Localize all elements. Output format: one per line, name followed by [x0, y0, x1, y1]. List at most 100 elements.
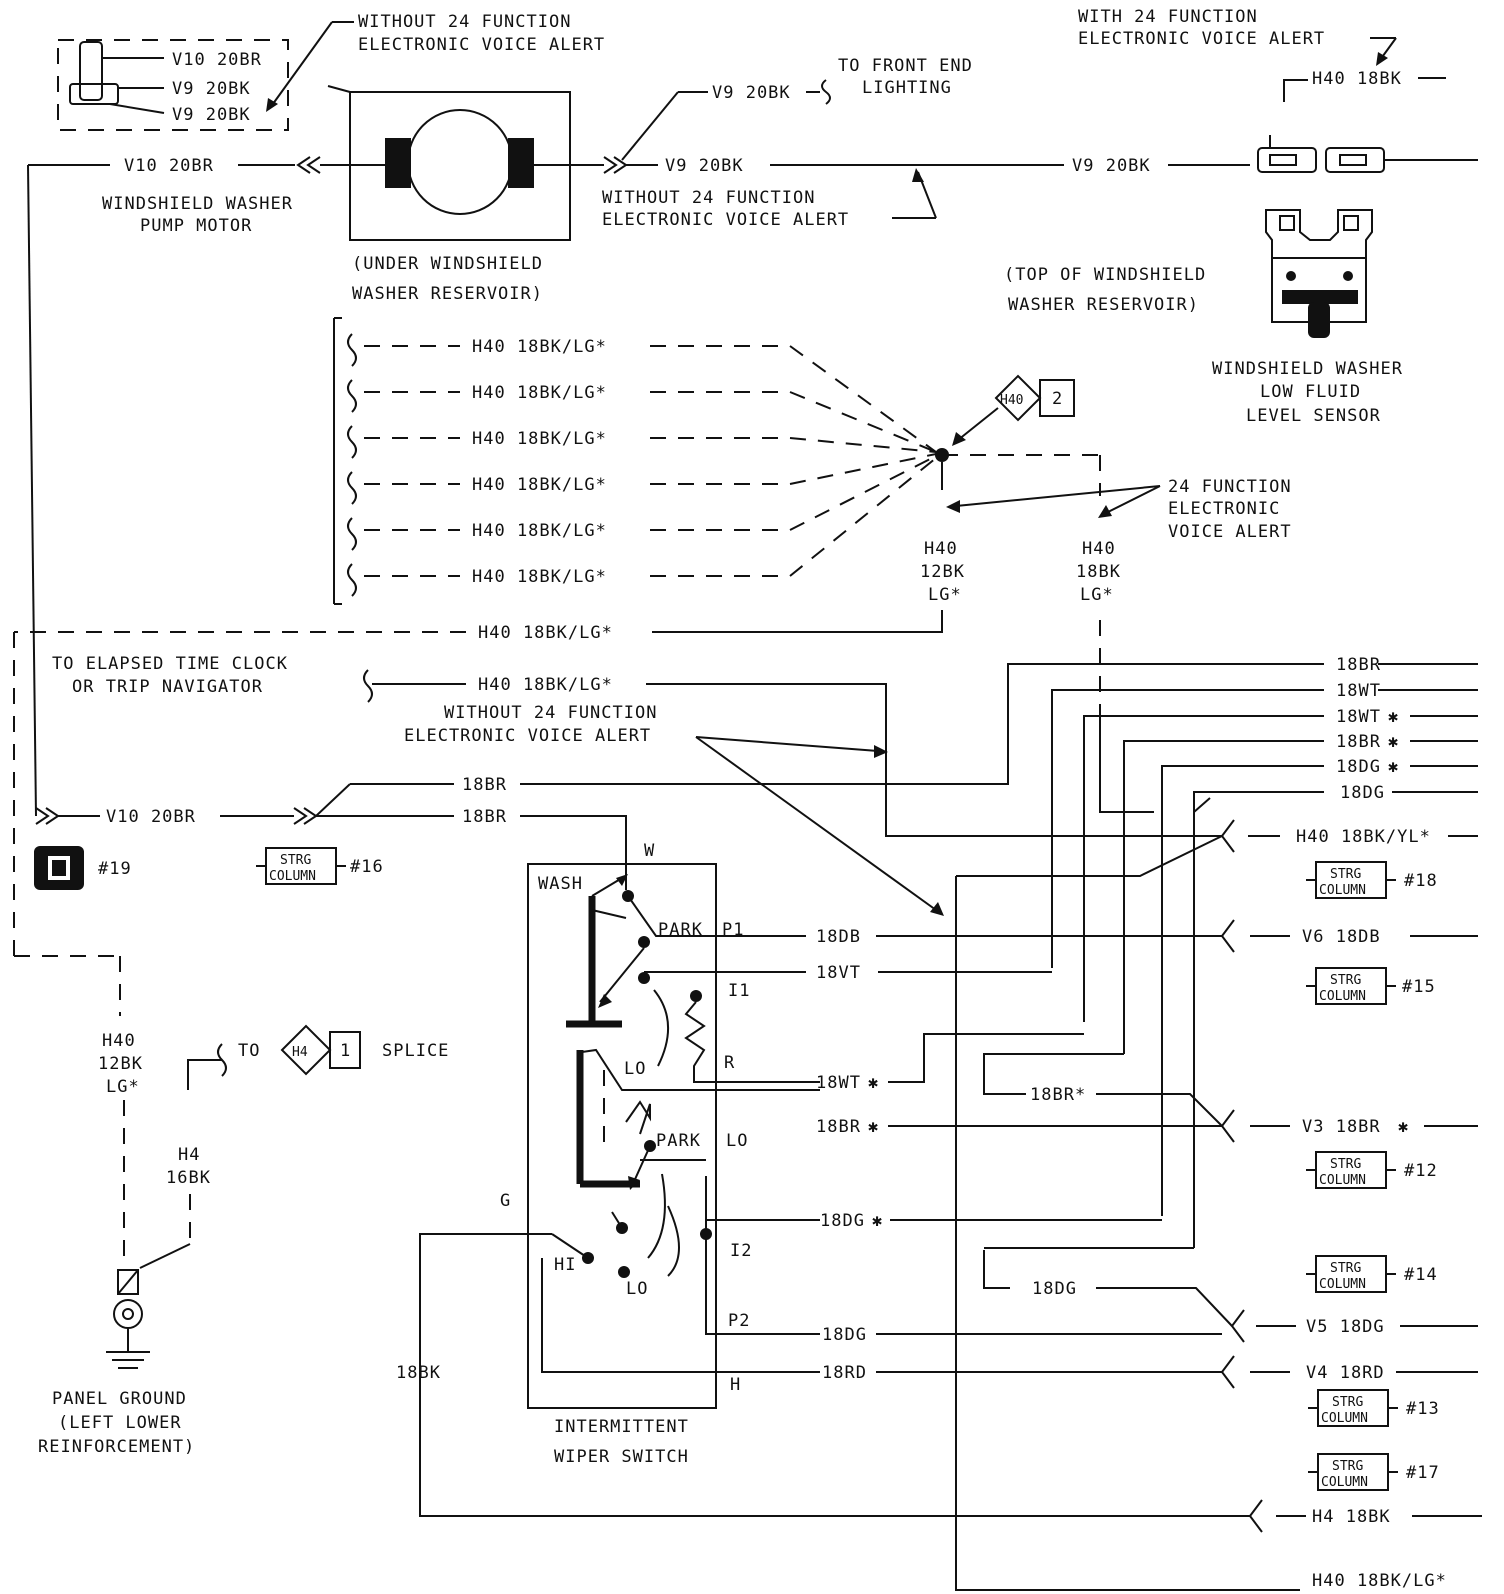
label-br-upper: 18BR [462, 775, 507, 795]
switch-label-lo: LO [624, 1059, 646, 1079]
conn-h4 [1248, 1499, 1482, 1533]
strg-label: STRG [1330, 867, 1361, 882]
label-h40-yl: H40 18BK/YL* [1296, 827, 1431, 847]
wire-v10-bottom [35, 783, 627, 890]
column-label: COLUMN [1319, 1277, 1366, 1292]
label-top-reservoir: (TOP OF WINDSHIELD [1004, 265, 1206, 285]
label-right-18wt-s: 18WT [1336, 707, 1381, 727]
label-br-lower: 18BR [462, 807, 507, 827]
splice-h40-number: 2 [1052, 389, 1063, 409]
strg-label: STRG [1332, 1459, 1363, 1474]
label-without-24-mid: ELECTRONIC VOICE ALERT [602, 210, 849, 230]
label-right-18br-s: 18BR [1336, 732, 1381, 752]
switch-label-h: H [730, 1375, 741, 1395]
label-h40-18bk-top: H40 18BK [1312, 69, 1402, 89]
label-h40-lg: H40 18BK/LG* [472, 521, 607, 541]
label-h40-12bk: H40 [924, 539, 958, 559]
wire-v10-left-conn [238, 156, 628, 174]
label-h40-left: 12BK [98, 1054, 143, 1074]
switch-label-g: G [500, 1191, 511, 1211]
wire-h40-dashed-long [13, 610, 943, 1016]
wire-label-18br-junction: 18BR* [1030, 1085, 1086, 1105]
label-h40-18bk: H40 [1082, 539, 1116, 559]
label-v9-right: V9 20BK [1072, 156, 1151, 176]
label-connector-18: #18 [1404, 871, 1438, 891]
label-v9-mid: V9 20BK [665, 156, 744, 176]
splice-h4-label: H4 [292, 1045, 308, 1060]
strg-column-18 [1306, 861, 1396, 899]
label-splice: SPLICE [382, 1041, 449, 1061]
strg-column-14 [1306, 1255, 1396, 1293]
label-right-18dg: 18DG [1340, 783, 1385, 803]
label-to-front-end: TO FRONT END [838, 56, 973, 76]
conn-v4 [1220, 1355, 1478, 1389]
arrows-without-24-low [695, 736, 944, 916]
column-label: COLUMN [1319, 883, 1366, 898]
strg-column-13 [1308, 1389, 1398, 1427]
label-connector-16: #16 [350, 857, 384, 877]
label-18bk: 18BK [396, 1363, 441, 1383]
label-v9-20bk: V9 20BK [172, 105, 251, 125]
label-low-fluid-sensor: WINDSHIELD WASHER [1212, 359, 1403, 379]
column-label: COLUMN [1321, 1411, 1368, 1426]
label-h40-left: LG* [106, 1077, 140, 1097]
arrow-without-24-mid [892, 168, 937, 219]
arrow-without-24-top [266, 21, 354, 112]
bundle-wire [347, 379, 937, 453]
label-h40-18bk: 18BK [1076, 562, 1121, 582]
label-to: TO [238, 1041, 260, 1061]
label-h40-left: H40 [102, 1031, 136, 1051]
label-connector-12: #12 [1404, 1161, 1438, 1181]
label-without-24-low: WITHOUT 24 FUNCTION [444, 703, 657, 723]
conn-v3 [1220, 1109, 1478, 1143]
label-elapsed-time: OR TRIP NAVIGATOR [72, 677, 263, 697]
label-low-fluid-sensor: LEVEL SENSOR [1246, 406, 1381, 426]
switch-label-lo2: LO [726, 1131, 748, 1151]
switch-label-lo3: LO [626, 1279, 648, 1299]
bundle-wire [347, 333, 937, 453]
switch-label-w: W [644, 841, 655, 861]
splice-h40-label: H40 [1000, 393, 1023, 408]
label-h4: H4 [178, 1145, 200, 1165]
label-24-function: ELECTRONIC [1168, 499, 1280, 519]
label-without-24-low: ELECTRONIC VOICE ALERT [404, 726, 651, 746]
star-icon: ✱ [872, 1211, 883, 1231]
wire-label-18br-s: 18BR [816, 1117, 861, 1137]
label-v9-front: V9 20BK [712, 83, 791, 103]
strg-label: STRG [280, 853, 311, 868]
column-label: COLUMN [1319, 1173, 1366, 1188]
label-24-function: 24 FUNCTION [1168, 477, 1292, 497]
bundle-wire [347, 455, 937, 551]
star-icon: ✱ [1388, 757, 1399, 777]
switch-label-park2: PARK [656, 1131, 701, 1151]
label-h40-dashed-long: H40 18BK/LG* [478, 623, 613, 643]
wire-label-18dg: 18DG [822, 1325, 867, 1345]
harness-right [520, 620, 1478, 1248]
label-h40-12bk: 12BK [920, 562, 965, 582]
label-panel-ground: REINFORCEMENT) [38, 1437, 195, 1457]
strg-label: STRG [1330, 1261, 1361, 1276]
switch-label-i1: I1 [728, 981, 750, 1001]
pump-connector [57, 39, 289, 131]
label-v9-20bk: V9 20BK [172, 79, 251, 99]
label-h40-12bk: LG* [928, 585, 962, 605]
label-pump-motor: WINDSHIELD WASHER [102, 194, 293, 214]
label-h40-18bk: LG* [1080, 585, 1114, 605]
label-panel-ground: PANEL GROUND [52, 1389, 187, 1409]
splice-branches [941, 454, 1101, 496]
star-icon: ✱ [868, 1073, 879, 1093]
label-h40-lg: H40 18BK/LG* [472, 567, 607, 587]
column-label: COLUMN [1319, 989, 1366, 1004]
label-right-18br: 18BR [1336, 655, 1381, 675]
switch-label-i2: I2 [730, 1241, 752, 1261]
label-connector-19: #19 [98, 859, 132, 879]
wire-label-18dg-junction: 18DG [1032, 1279, 1077, 1299]
washer-pump-motor [327, 85, 571, 241]
label-v5: V5 18DG [1306, 1317, 1385, 1337]
splice-h4-number: 1 [340, 1041, 351, 1061]
intermittent-wiper-switch [419, 863, 1250, 1517]
wire-label-18db: 18DB [816, 927, 861, 947]
star-icon: ✱ [1388, 732, 1399, 752]
strg-column-15 [1306, 967, 1396, 1005]
